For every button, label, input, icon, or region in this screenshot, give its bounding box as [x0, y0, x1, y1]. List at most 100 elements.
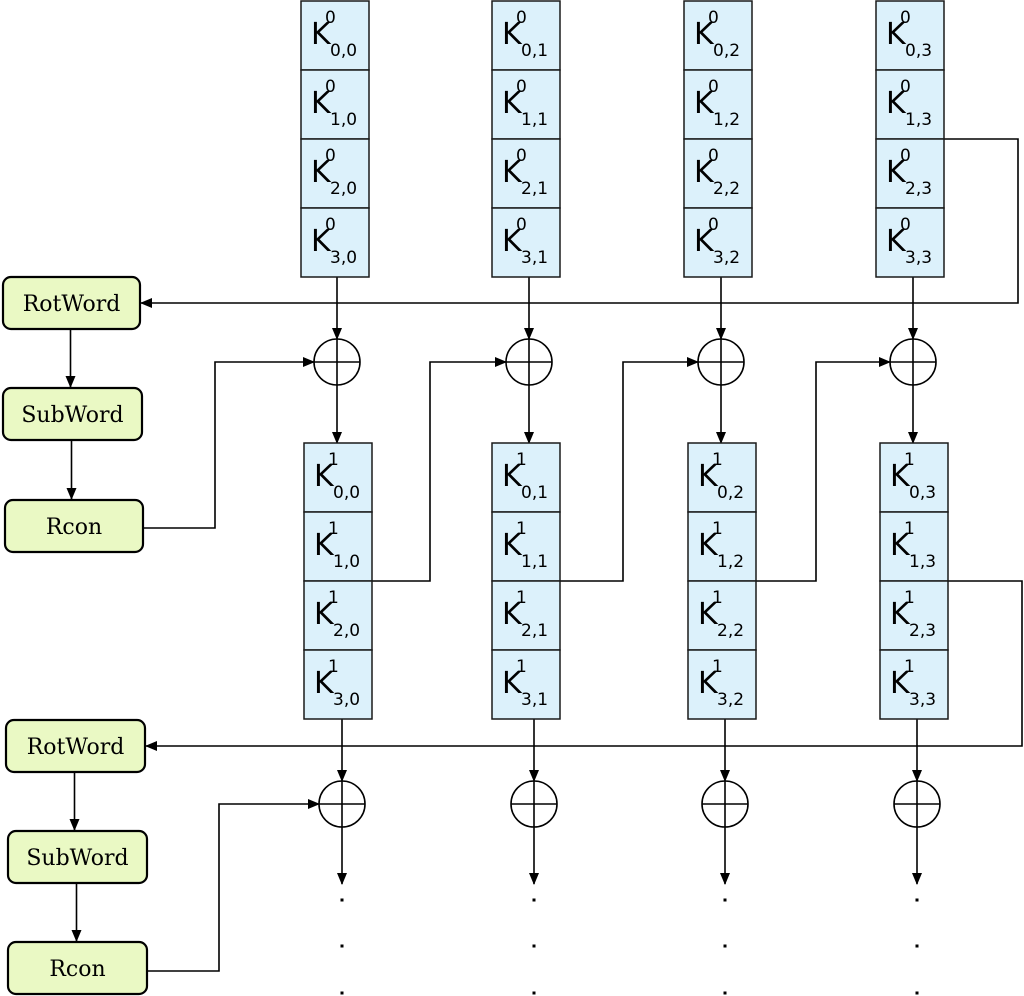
xor-node [313, 338, 361, 386]
key-round-index: 1 [712, 450, 723, 470]
key-cell: K00,0 [300, 0, 370, 71]
key-cell: K13,3 [879, 649, 949, 720]
rotword-feedback-line [145, 580, 1023, 751]
key-symbol: K [502, 224, 523, 259]
key-round-index: 0 [708, 77, 719, 97]
key-symbol: K [502, 155, 523, 190]
key-cell: K03,1 [491, 207, 561, 278]
key-cell: K10,2 [687, 442, 757, 513]
key-symbol: K [890, 459, 911, 494]
key-round-index: 0 [900, 215, 911, 235]
key-position-index: 1,0 [333, 552, 360, 572]
key-position-index: 3,3 [905, 248, 932, 268]
key-position-index: 3,2 [717, 690, 744, 710]
xor-node [318, 780, 366, 828]
key-symbol: K [698, 528, 719, 563]
xor-node [701, 780, 749, 828]
key-symbol: K [502, 528, 523, 563]
key-position-index: 2,2 [713, 179, 740, 199]
operation-label: SubWord [21, 403, 123, 428]
key-position-index: 0,0 [330, 41, 357, 61]
key-position-index: 2,0 [330, 179, 357, 199]
key-position-index: 1,1 [521, 110, 548, 130]
key-cell: K0 2,0 [300, 138, 370, 209]
key-position-index: 0,2 [713, 41, 740, 61]
continuation-dot [723, 898, 727, 902]
key-round-index: 0 [325, 8, 336, 28]
key-round-index: 1 [904, 588, 915, 608]
key-symbol: K [698, 459, 719, 494]
key-position-index: 2,0 [333, 621, 360, 641]
key-symbol: K [502, 666, 523, 701]
key-position-index: 2,1 [521, 621, 548, 641]
key-symbol: K [698, 666, 719, 701]
key-symbol: K [886, 224, 907, 259]
xor-node [510, 780, 558, 828]
key-cell: K12,2 [687, 580, 757, 651]
word-chain-arrow [756, 357, 891, 582]
key-position-index: 1,0 [330, 110, 357, 130]
key-round-index: 1 [516, 450, 527, 470]
operation-label: Rcon [46, 515, 102, 540]
key-symbol: K [502, 86, 523, 121]
key-symbol: K [886, 17, 907, 52]
key-round-index: 0 [325, 146, 336, 166]
key-cell: K01,0 [300, 69, 370, 140]
key-symbol: K [502, 597, 523, 632]
continuation-dot [340, 991, 344, 995]
key-cell: K03,0 [300, 207, 370, 278]
continuation-dot [340, 944, 344, 948]
key-round-index: 1 [712, 519, 723, 539]
key-position-index: 1,2 [713, 110, 740, 130]
key-symbol: K [314, 459, 335, 494]
key-symbol: K [502, 459, 523, 494]
key-round-index: 1 [516, 657, 527, 677]
key-position-index: 2,1 [521, 179, 548, 199]
key-round-index: 0 [900, 8, 911, 28]
key-position-index: 0,3 [905, 41, 932, 61]
key-round-index: 0 [516, 8, 527, 28]
key-symbol: K [890, 597, 911, 632]
key-position-index: 0,0 [333, 483, 360, 503]
key-round-index: 0 [900, 77, 911, 97]
key-round-index: 0 [516, 146, 527, 166]
xor-node [893, 780, 941, 828]
key-cell: K03,2 [683, 207, 753, 278]
operation-label: RotWord [27, 735, 125, 760]
key-symbol: K [502, 17, 523, 52]
key-cell: K00,1 [491, 0, 561, 71]
continuation-dots [340, 898, 919, 995]
key-cell: K11,3 [879, 511, 949, 582]
key-cell: K02,2 [683, 138, 753, 209]
key-position-index: 2,2 [717, 621, 744, 641]
key-symbol: K [694, 224, 715, 259]
key-cell: K0 2,1 [491, 138, 561, 209]
key-cell: K02,3 [875, 138, 945, 209]
key-position-index: 1,3 [909, 552, 936, 572]
key-symbol: K [694, 17, 715, 52]
key-round-index: 0 [516, 215, 527, 235]
key-symbol: K [311, 155, 332, 190]
key-cell: K00,2 [683, 0, 753, 71]
continuation-dot [532, 944, 536, 948]
key-position-index: 1,1 [521, 552, 548, 572]
key-round-index: 1 [904, 450, 915, 470]
key-round-index: 1 [328, 450, 339, 470]
key-symbol: K [698, 597, 719, 632]
key-symbol: K [694, 155, 715, 190]
key-cell: K13,1 [491, 649, 561, 720]
key-cell: K11,1 [491, 511, 561, 582]
xor-node [505, 338, 553, 386]
xor-nodes [313, 338, 941, 828]
key-cell: K0 3,3 [875, 207, 945, 278]
key-round-index: 0 [325, 77, 336, 97]
key-position-index: 2,3 [905, 179, 932, 199]
key-round-index: 0 [900, 146, 911, 166]
key-cell: K11,0 [303, 511, 373, 582]
key-position-index: 1,3 [905, 110, 932, 130]
